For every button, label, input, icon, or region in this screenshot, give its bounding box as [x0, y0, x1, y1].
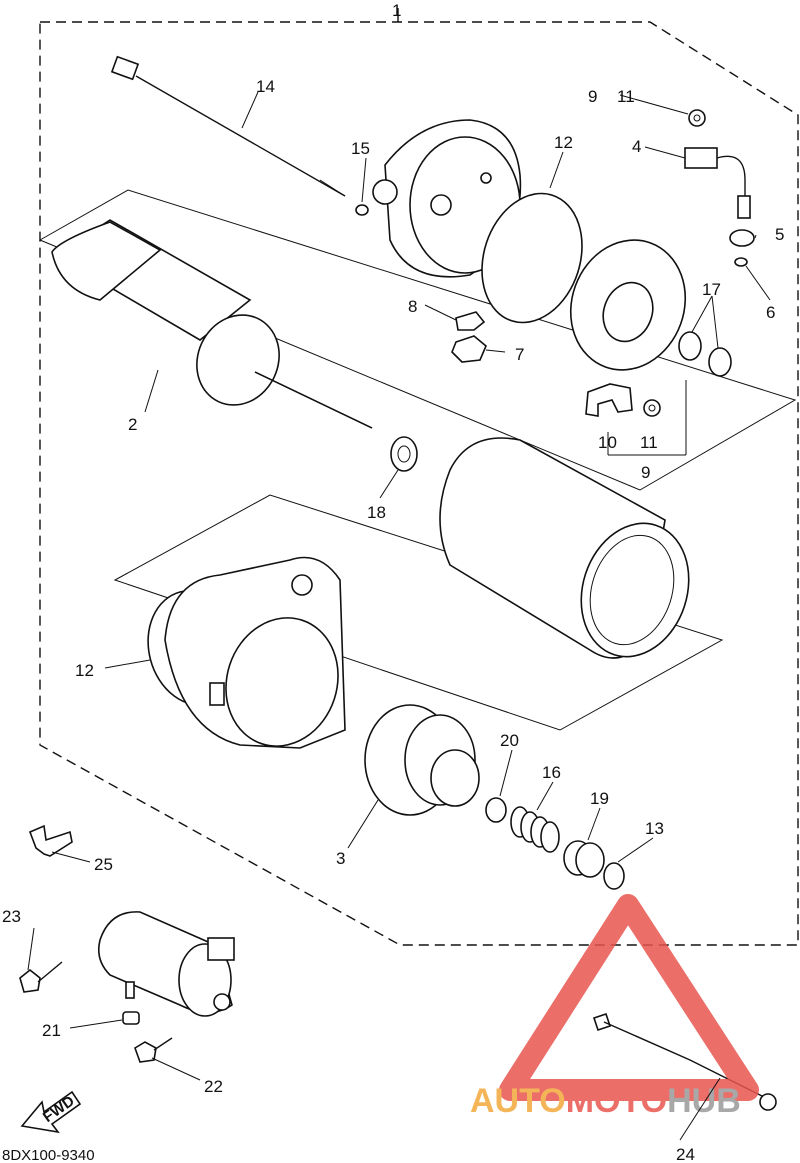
o-ring-6 [734, 257, 748, 267]
callout-5: 5 [775, 225, 784, 244]
callout-4: 4 [632, 137, 641, 156]
callout-2: 2 [128, 415, 137, 434]
housing-plane [113, 494, 724, 731]
watermark-auto: AUTO [470, 1082, 566, 1120]
gasket-12-top [481, 192, 583, 324]
brush-lead-4 [684, 147, 751, 219]
spring-16 [510, 806, 560, 853]
yoke [439, 437, 690, 659]
callout-18: 18 [367, 503, 386, 522]
bolt-22 [134, 1037, 173, 1063]
callout-9-top: 9 [588, 87, 597, 106]
callout-20: 20 [500, 731, 519, 750]
o-ring-15 [355, 204, 369, 216]
nut-8 [455, 311, 486, 331]
callout-6: 6 [766, 303, 775, 322]
washer-18 [390, 436, 418, 472]
callout-11-bottom: 11 [640, 433, 658, 452]
callout-10: 10 [598, 433, 617, 452]
watermark-logo: AUTOMOTOHUB [470, 894, 759, 1120]
callout-21: 21 [42, 1021, 61, 1040]
callout-15: 15 [351, 139, 370, 158]
forward-arrow-icon: FWD [20, 1090, 82, 1134]
callout-3: 3 [336, 849, 345, 868]
callout-17: 17 [702, 280, 721, 299]
washer-17a [678, 331, 702, 361]
nut-7 [451, 335, 487, 363]
callout-1: 1 [392, 1, 401, 20]
bolt-23 [19, 961, 63, 993]
callout-13: 13 [645, 819, 664, 838]
circlip-13 [603, 862, 625, 890]
collar-19 [563, 840, 605, 878]
starter-motor-assembly [97, 911, 235, 1017]
front-housing [164, 556, 346, 749]
watermark-hub: HUB [667, 1082, 741, 1120]
brush-10 [585, 383, 633, 417]
callout-12-top: 12 [554, 133, 573, 152]
spring-11-bottom [643, 399, 661, 417]
assembly-boundary [39, 21, 799, 946]
callout-24: 24 [676, 1145, 695, 1163]
callout-11-top: 11 [617, 87, 635, 106]
washer-17b [708, 347, 732, 377]
drawing-code: 8DX100-9340 [2, 1147, 95, 1163]
nut-21 [122, 1011, 140, 1025]
callout-12-left: 12 [75, 661, 94, 680]
callout-22: 22 [204, 1077, 223, 1096]
watermark-triangle [499, 894, 759, 1101]
callout-25: 25 [94, 855, 113, 874]
yoke-plane [38, 189, 797, 491]
washer-20 [485, 797, 507, 823]
callout-7: 7 [515, 345, 524, 364]
spring-11-top [688, 109, 706, 127]
washer-5 [729, 229, 755, 247]
callout-19: 19 [590, 789, 609, 808]
callout-23: 23 [2, 907, 21, 926]
callout-9-bottom: 9 [641, 463, 650, 482]
brush-plate [569, 239, 687, 371]
through-bolt [110, 55, 346, 197]
callout-16: 16 [542, 763, 561, 782]
starter-clutch [364, 704, 480, 816]
callout-8: 8 [408, 297, 417, 316]
clamp-25 [28, 824, 73, 857]
armature [51, 219, 373, 429]
watermark-moto: MOTO [566, 1082, 667, 1120]
callout-14: 14 [256, 77, 275, 96]
svg-text:AUTOMOTOHUB: AUTOMOTOHUB [470, 1082, 741, 1120]
